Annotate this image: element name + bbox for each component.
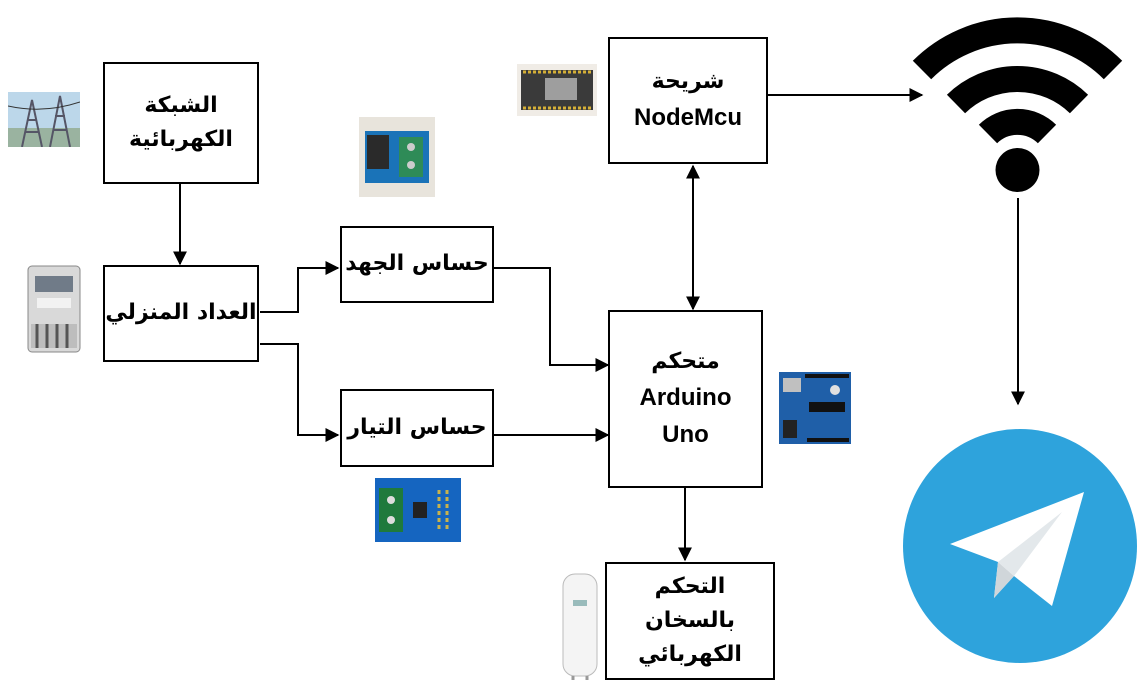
home-meter-label: العداد المنزلي (105, 300, 257, 326)
wifi-icon (912, 17, 1123, 192)
current-sensor-label: حساس التيار (347, 414, 487, 440)
arrow-meter-to-current (260, 343, 340, 442)
voltage-sensor-photo (359, 117, 435, 197)
heater-control-label-1: التحكم بالسخان (644, 573, 736, 633)
voltage-sensor-box: حساس الجهد (340, 226, 494, 303)
arduino-box: متحكم Arduino Uno (608, 310, 763, 488)
power-grid-box: الشبكة الكهربائية (103, 62, 259, 184)
arduino-label-2: Arduino (639, 383, 732, 411)
power-lines-photo (8, 92, 80, 147)
arduino-label-3: Uno (662, 421, 709, 449)
nodemcu-label-1: شريحة (651, 68, 725, 94)
electric-meter-photo (27, 265, 81, 353)
heater-control-label-2: الكهربائي (638, 642, 742, 668)
current-sensor-box: حساس التيار (340, 389, 494, 467)
arduino-label-1: متحكم (651, 348, 720, 374)
arrow-meter-to-voltage (260, 261, 340, 313)
arrow-voltage-to-arduino (494, 267, 610, 372)
telegram-icon (903, 429, 1137, 663)
voltage-sensor-label: حساس الجهد (345, 251, 489, 277)
nodemcu-box: شريحة NodeMcu (608, 37, 768, 164)
power-grid-label-1: الشبكة (144, 92, 218, 118)
water-heater-photo (562, 573, 598, 680)
heater-control-box: التحكم بالسخان الكهربائي (605, 562, 775, 680)
arduino-uno-photo (779, 372, 851, 444)
home-meter-box: العداد المنزلي (103, 265, 259, 362)
current-sensor-photo (375, 478, 461, 542)
nodemcu-board-photo (517, 64, 597, 116)
nodemcu-label-2: NodeMcu (634, 103, 742, 131)
power-grid-label-2: الكهربائية (129, 127, 233, 152)
